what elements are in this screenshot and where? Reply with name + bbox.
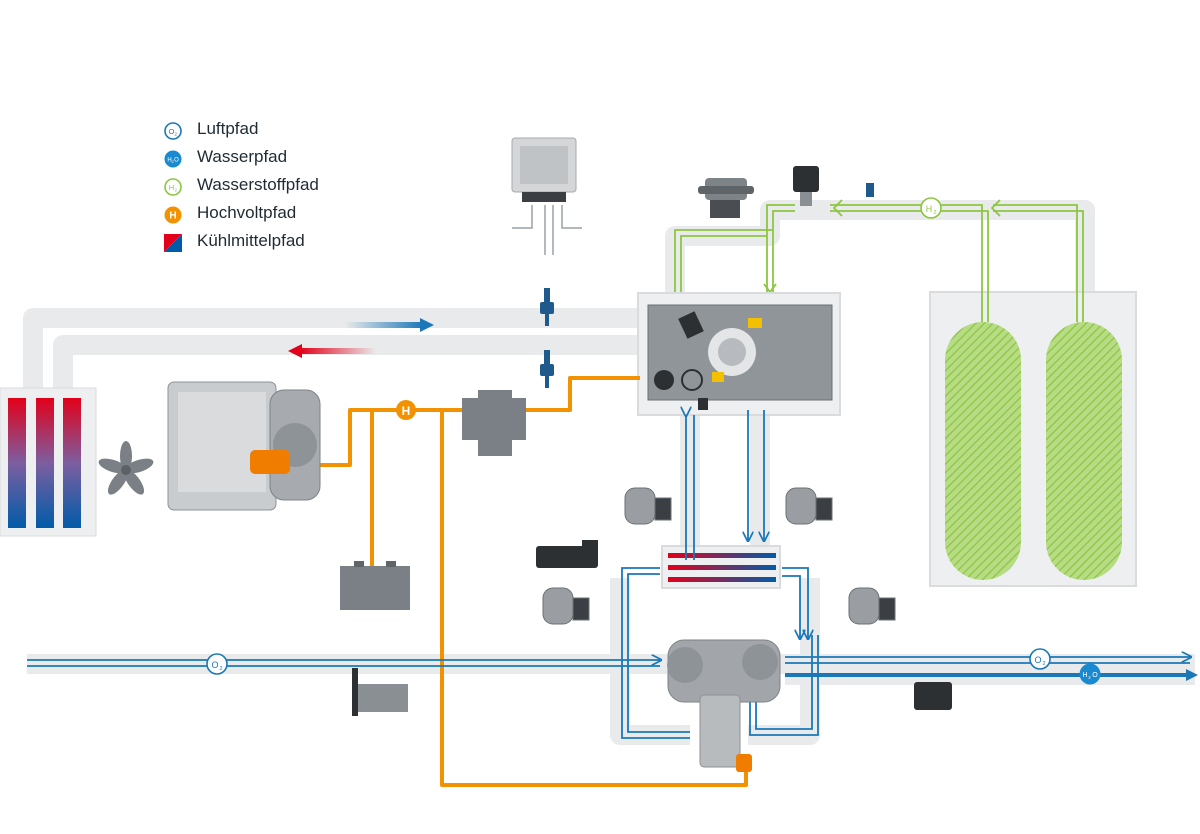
fuel-cell-stack bbox=[637, 292, 841, 416]
svg-text:H: H bbox=[926, 204, 933, 214]
battery-icon bbox=[340, 561, 410, 610]
svg-text:H: H bbox=[169, 211, 176, 222]
svg-text:H: H bbox=[167, 158, 171, 164]
legend-label-hv: Hochvoltpfad bbox=[197, 203, 297, 222]
svg-text:2: 2 bbox=[219, 666, 222, 672]
h2o-badge: H 2 O bbox=[1079, 663, 1101, 685]
h2o-filled-icon: H 2 O bbox=[164, 150, 182, 168]
hydrogen-valve-icon bbox=[698, 166, 874, 218]
svg-text:H: H bbox=[169, 183, 174, 192]
legend-label-hydrogen: Wasserstoffpfad bbox=[197, 175, 319, 194]
coolant-split-icon bbox=[164, 234, 182, 252]
svg-text:H: H bbox=[402, 404, 411, 418]
hydrogen-tank-1 bbox=[945, 322, 1021, 580]
hv-badge: H bbox=[396, 400, 416, 420]
h2-badge: H 2 bbox=[920, 197, 942, 219]
svg-text:2: 2 bbox=[933, 210, 936, 216]
svg-text:O: O bbox=[174, 158, 179, 164]
svg-text:2: 2 bbox=[1088, 675, 1091, 680]
svg-text:2: 2 bbox=[175, 188, 178, 193]
hydrogen-path bbox=[674, 199, 1084, 322]
coolant-sensor-icon bbox=[540, 288, 554, 388]
fan-icon bbox=[98, 441, 154, 495]
svg-text:O: O bbox=[1092, 672, 1098, 679]
svg-text:O: O bbox=[211, 660, 218, 670]
air-mass-sensor-icon bbox=[352, 540, 952, 716]
svg-text:2: 2 bbox=[175, 132, 178, 137]
air-compressor-icon bbox=[667, 639, 781, 772]
legend-label-air: Luftpfad bbox=[197, 119, 259, 138]
air-water-lines bbox=[27, 410, 1190, 739]
svg-text:O: O bbox=[1034, 655, 1041, 665]
coolant-flow-arrows bbox=[288, 318, 434, 358]
h-filled-icon: H bbox=[164, 206, 182, 224]
o2-badge-outlet: O 2 bbox=[1029, 648, 1051, 670]
legend-label-coolant: Kühlmittelpfad bbox=[197, 231, 305, 250]
svg-text:H: H bbox=[1082, 672, 1087, 679]
heat-exchanger bbox=[661, 545, 781, 589]
o2-outline-icon: O 2 bbox=[164, 122, 182, 140]
svg-text:2: 2 bbox=[171, 159, 174, 164]
hydrogen-tank-2 bbox=[1046, 322, 1122, 580]
svg-text:O: O bbox=[169, 127, 175, 136]
legend-label-water: Wasserpfad bbox=[197, 147, 288, 166]
water-out-arrow bbox=[1186, 669, 1198, 681]
svg-text:2: 2 bbox=[1042, 661, 1045, 667]
throttle-valve-icon bbox=[542, 487, 896, 625]
h2-outline-icon: H 2 bbox=[164, 178, 182, 196]
radiator bbox=[0, 387, 97, 537]
control-unit-icon bbox=[511, 137, 582, 255]
dcdc-converter-icon bbox=[462, 390, 526, 456]
o2-badge-inlet: O 2 bbox=[206, 653, 228, 675]
electric-motor-icon bbox=[167, 381, 321, 511]
